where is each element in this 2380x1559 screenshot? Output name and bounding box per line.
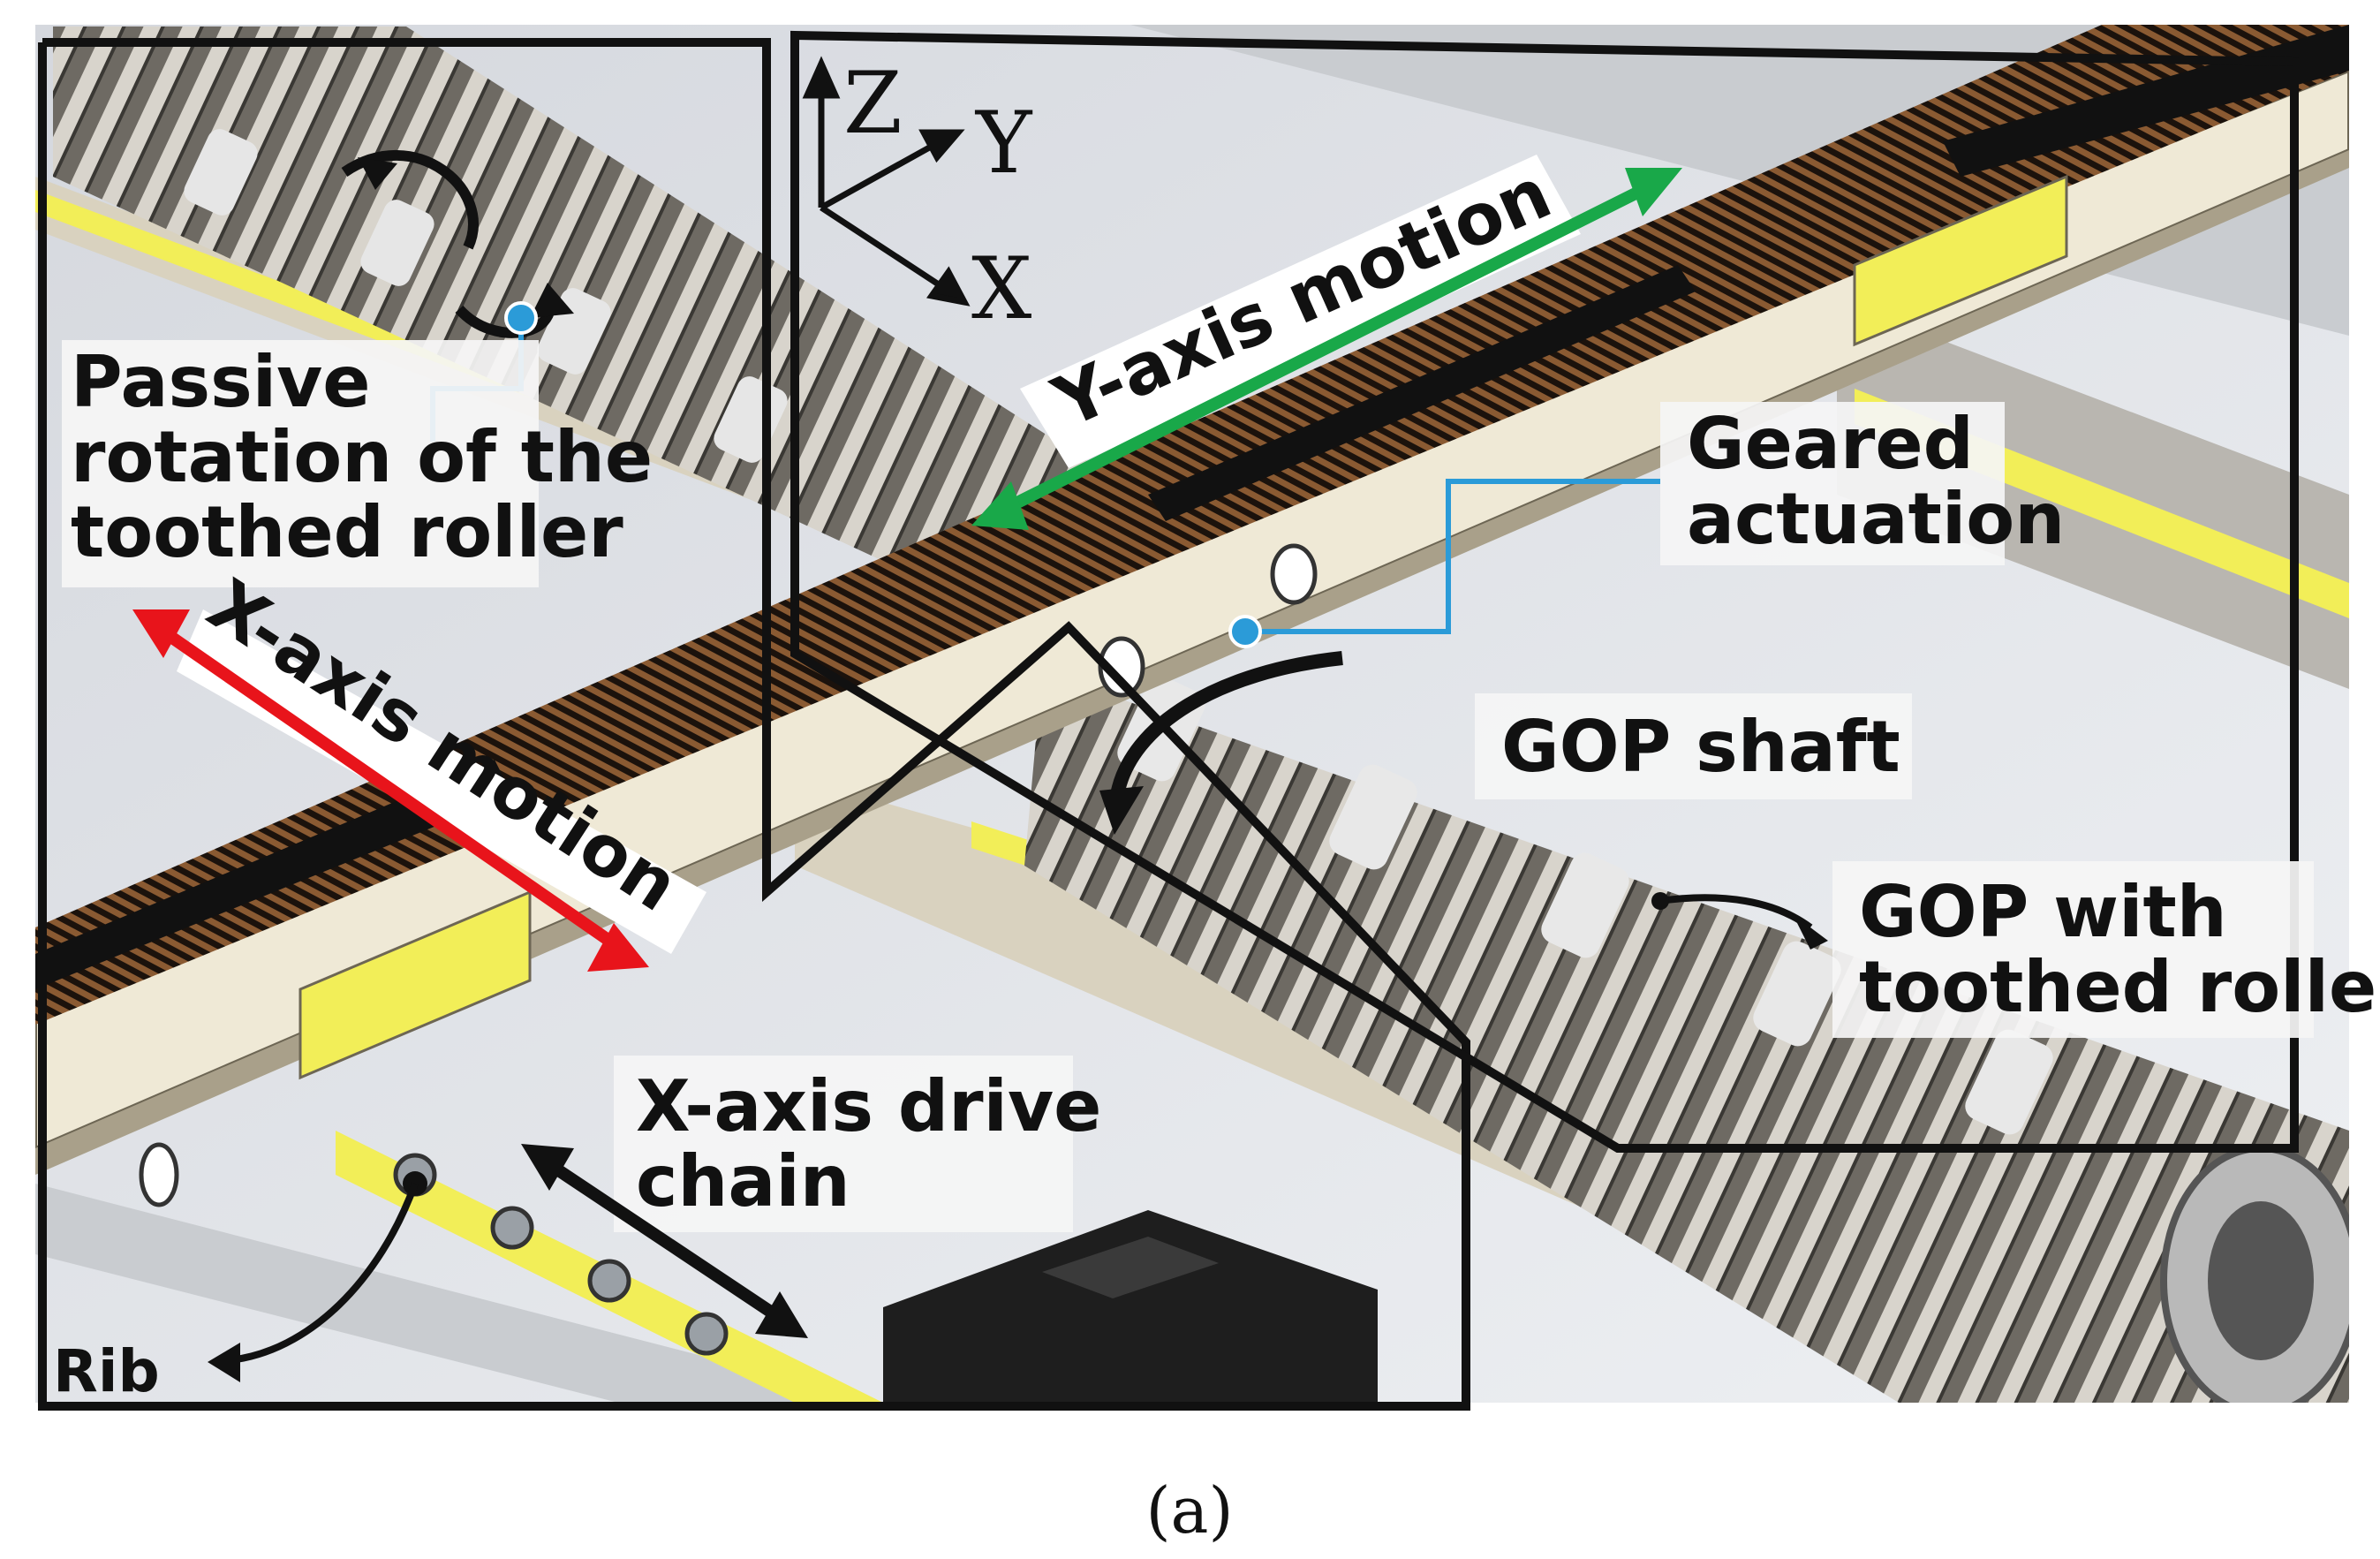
figure-caption: (a) [1145, 1473, 1233, 1548]
geared-actuation-label-box [1660, 402, 2005, 565]
drive-chain-label-line2: chain [636, 1140, 850, 1222]
coordinate-axes [802, 56, 971, 307]
right-detail-frame [790, 30, 2299, 1153]
axis-z-label: Z [843, 54, 903, 153]
axis-y-label: Y [974, 94, 1033, 193]
gop-roller-label-line1: GOP with [1859, 871, 2227, 953]
rib-arrow [208, 1171, 427, 1382]
rib-label: Rib [53, 1337, 160, 1405]
x-motion-arrow [132, 609, 706, 972]
drive-chain-arrow [521, 1144, 808, 1338]
passive-rotation-label-box [62, 340, 539, 587]
drive-chain-label-line1: X-axis drive [636, 1065, 1101, 1147]
passive-rotation-label-line1: Passive [71, 341, 371, 423]
passive-rotation-label-line3: toothed roller [71, 491, 623, 573]
passive-rotation-label-line2: rotation of the [71, 416, 653, 498]
gop-shaft-label: GOP shaft [1501, 706, 1900, 788]
gop-shaft-label-box [1475, 693, 1912, 799]
rack-teeth [35, 25, 2349, 1025]
gop-roller-label-line2: toothed roller [1859, 946, 2380, 1028]
gop-roller-label-box [1832, 861, 2314, 1038]
gop-roller-arrow [1651, 892, 1828, 950]
axis-x-label: X [971, 239, 1031, 338]
drive-chain-label-box [614, 1056, 1073, 1232]
y-motion-arrow [971, 155, 1682, 530]
geared-rotation-arrow [1110, 651, 1343, 797]
left-detail-frame [38, 38, 1470, 1411]
geared-actuation-label-line1: Geared [1687, 403, 1974, 485]
motor [883, 1210, 1378, 1403]
geared-actuation-callout [1228, 479, 1660, 648]
geared-actuation-label-line2: actuation [1687, 478, 2065, 560]
